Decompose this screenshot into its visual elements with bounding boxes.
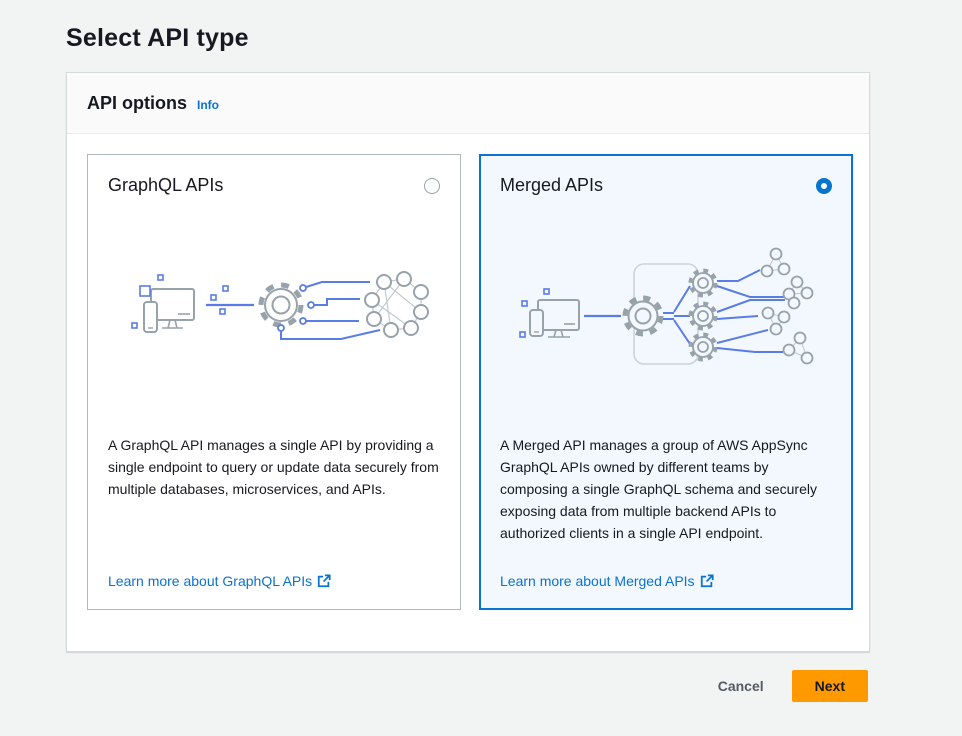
info-link[interactable]: Info: [197, 98, 219, 112]
card-description: A GraphQL API manages a single API by pr…: [108, 437, 439, 497]
cancel-button[interactable]: Cancel: [717, 678, 764, 694]
learn-more-merged-label: Learn more about Merged APIs: [500, 573, 695, 589]
external-link-icon: [700, 574, 714, 588]
card-head: GraphQL APIs: [108, 175, 440, 196]
api-type-card-graphql[interactable]: GraphQL APIs: [87, 154, 461, 610]
learn-more-graphql-link[interactable]: Learn more about GraphQL APIs: [108, 573, 440, 589]
panel-header: API options Info: [67, 73, 869, 134]
merged-apis-illustration: [519, 247, 814, 365]
merged-radio-button[interactable]: [816, 177, 832, 194]
page-title: Select API type: [66, 24, 249, 52]
card-description: A Merged API manages a group of AWS AppS…: [500, 437, 817, 541]
api-options-panel: API options Info GraphQL APIs: [66, 72, 870, 652]
learn-more-merged-link[interactable]: Learn more about Merged APIs: [500, 573, 832, 589]
card-head: Merged APIs: [500, 175, 832, 196]
card-title: GraphQL APIs: [108, 175, 224, 195]
learn-more-graphql-label: Learn more about GraphQL APIs: [108, 573, 313, 589]
external-link-icon: [318, 574, 331, 588]
panel-title: API options: [87, 92, 187, 113]
card-list: GraphQL APIs: [67, 134, 869, 630]
wizard-actions: Cancel Next: [718, 670, 868, 702]
api-type-card-merged[interactable]: Merged APIs: [479, 154, 853, 610]
graphql-apis-illustration: [131, 271, 429, 340]
card-title: Merged APIs: [500, 175, 604, 195]
next-button[interactable]: Next: [791, 670, 868, 702]
graphql-radio-button[interactable]: [424, 177, 440, 194]
